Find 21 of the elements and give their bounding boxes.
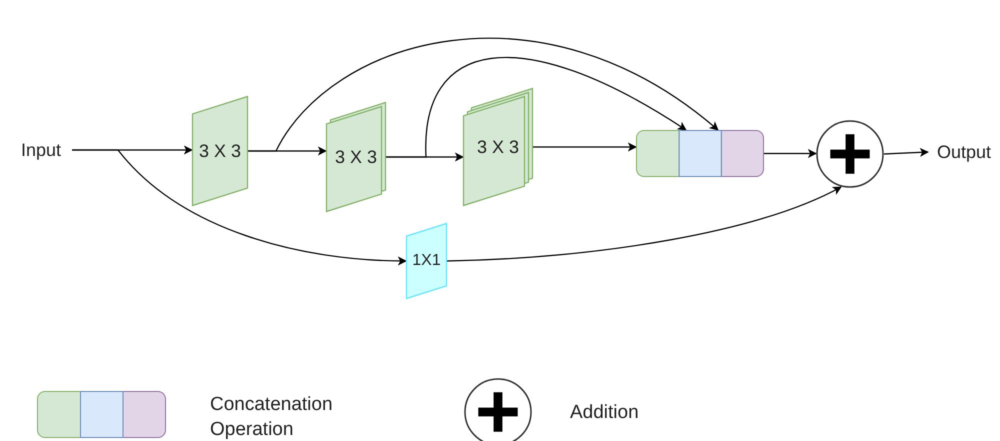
- layer-label: 3 X 3: [476, 136, 520, 158]
- layer-label: 3 X 3: [334, 146, 378, 168]
- concatenation-block: [636, 130, 764, 177]
- layer-label: 1X1: [412, 252, 441, 270]
- legend-label: Addition: [570, 401, 640, 425]
- conv-layer: [463, 88, 533, 206]
- addition-circle: [816, 120, 884, 188]
- text-label: Output: [936, 142, 992, 162]
- conv-layer: [406, 223, 447, 299]
- conv-layer: [326, 102, 386, 212]
- text-label: Input: [20, 140, 62, 160]
- arrow: [72, 149, 407, 266]
- conv-layer: [192, 96, 248, 206]
- legend-label: Concatenation Operation: [210, 393, 334, 441]
- arrow: [884, 148, 929, 157]
- arrow: [446, 186, 842, 262]
- arrow: [764, 149, 817, 158]
- arrow: [533, 142, 637, 152]
- arrow: [248, 38, 719, 152]
- arrow: [386, 57, 687, 158]
- layer-label: 3 X 3: [198, 140, 242, 162]
